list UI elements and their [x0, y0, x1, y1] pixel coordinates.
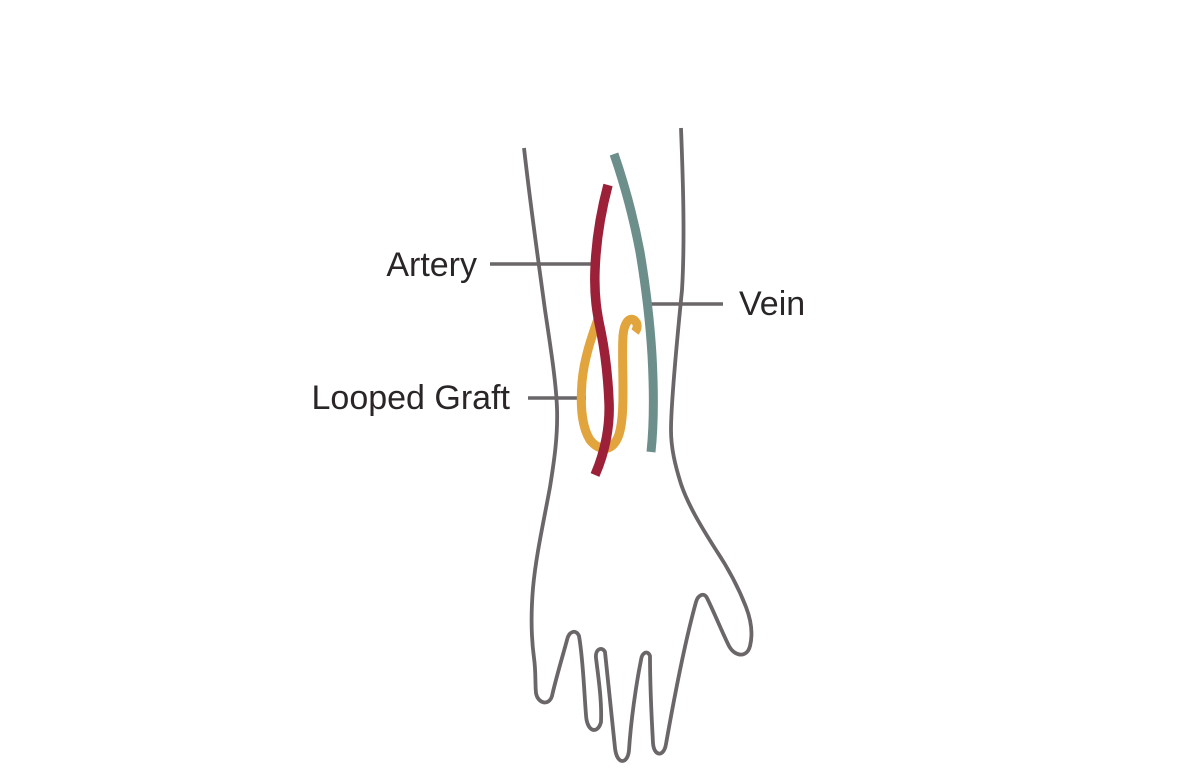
- vein-label: Vein: [739, 285, 805, 323]
- looped-graft-label: Looped Graft: [312, 379, 511, 417]
- vein-vessel: [609, 152, 658, 453]
- artery-vessel: [590, 183, 614, 477]
- looped-graft-vessel: [576, 314, 642, 453]
- artery-label: Artery: [386, 246, 477, 284]
- arm-hand-outline: [522, 127, 754, 763]
